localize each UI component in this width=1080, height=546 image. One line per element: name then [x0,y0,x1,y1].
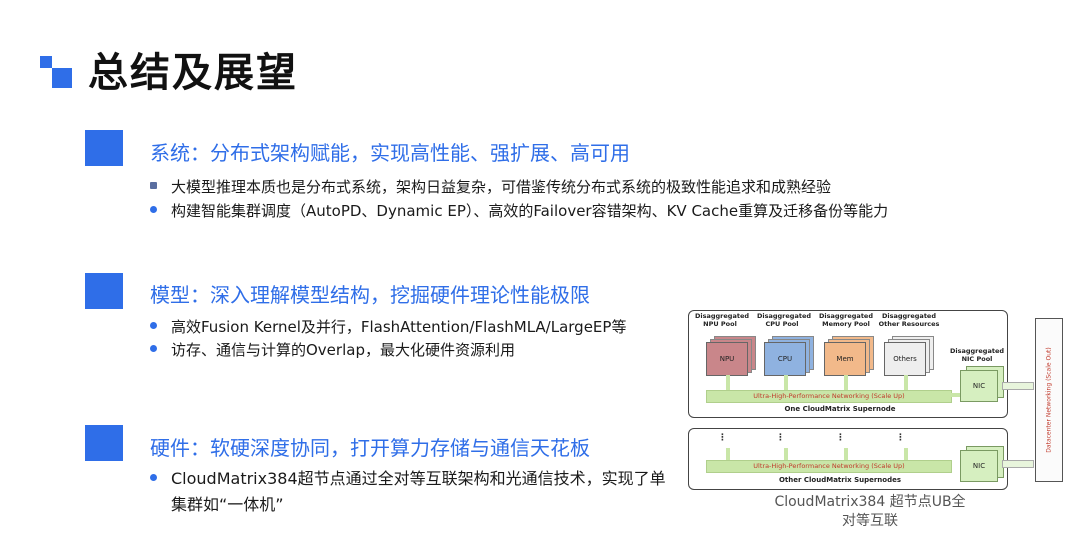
section-marker-hardware [85,425,123,461]
supernode-label: One CloudMatrix Supernode [784,405,896,413]
bullet-icon [150,474,157,481]
others-chip: Others [884,342,926,376]
other-supernodes-label: Other CloudMatrix Supernodes [778,476,902,484]
cpu-chip: CPU [764,342,806,376]
nic-box-2: NIC [960,450,998,482]
bullet-icon [150,182,157,189]
bullet-item: 大模型推理本质也是分布式系统，架构日益复杂，可借鉴传统分布式系统的极致性能追求和… [150,176,831,197]
bullet-item: 高效Fusion Kernel及并行，FlashAttention/FlashM… [150,316,626,337]
bullet-item: 构建智能集群调度（AutoPD、Dynamic EP）、高效的Failover容… [150,200,888,221]
section-heading-hardware: 硬件：软硬深度协同，打开算力存储与通信天花板 [150,436,590,460]
section-marker-model [85,273,123,309]
bullet-icon [150,322,157,329]
scale-up-network-bar-2: Ultra-High-Performance Networking (Scale… [706,460,952,473]
page-title: 总结及展望 [88,50,298,96]
section-marker-system [85,130,123,166]
title-logo-small [40,56,52,68]
scale-up-network-bar: Ultra-High-Performance Networking (Scale… [706,390,952,403]
title-logo-large [52,68,72,88]
nic-box: NIC [960,370,998,402]
datacenter-network-column: Datacenter Networking (Scale Out) [1035,318,1063,482]
memory-chip: Mem [824,342,866,376]
bullet-item: CloudMatrix384超节点通过全对等互联架构和光通信技术，实现了单 集群… [150,466,666,518]
arrow-icon [1002,382,1034,390]
bullet-icon [150,206,157,213]
section-heading-model: 模型：深入理解模型结构，挖掘硬件理论性能极限 [150,283,590,307]
other-supernodes-box [688,428,1008,490]
section-heading-system: 系统：分布式架构赋能，实现高性能、强扩展、高可用 [150,141,630,165]
npu-chip: NPU [706,342,748,376]
bullet-item: 访存、通信与计算的Overlap，最大化硬件资源利用 [150,339,515,360]
figure-caption: CloudMatrix384 超节点UB全 对等互联 [774,494,966,529]
arrow-icon [1002,460,1034,468]
bullet-icon [150,345,157,352]
